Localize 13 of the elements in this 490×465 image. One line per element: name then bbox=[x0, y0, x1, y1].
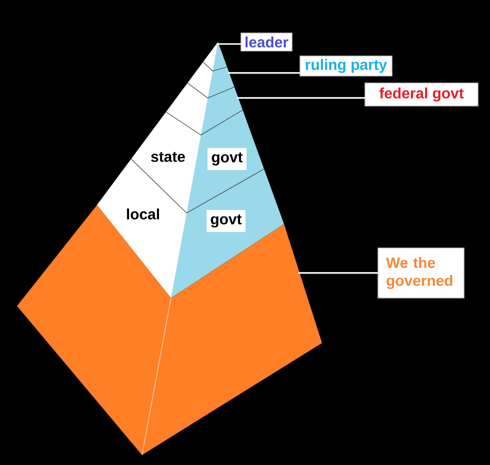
label-box: federal govt bbox=[364, 82, 478, 106]
label-box: ruling party bbox=[300, 56, 392, 76]
band-label: govt bbox=[208, 148, 246, 170]
label-box: leader bbox=[240, 32, 292, 52]
leader-line bbox=[217, 43, 241, 45]
leader-line bbox=[236, 97, 365, 99]
band-label: govt bbox=[206, 210, 246, 232]
label-box: We the governed bbox=[378, 248, 464, 298]
leader-line bbox=[228, 72, 300, 74]
pyramid-base bbox=[17, 204, 322, 456]
band-label: state bbox=[151, 152, 185, 162]
leader-line bbox=[298, 272, 378, 274]
band-label: local bbox=[127, 208, 159, 220]
